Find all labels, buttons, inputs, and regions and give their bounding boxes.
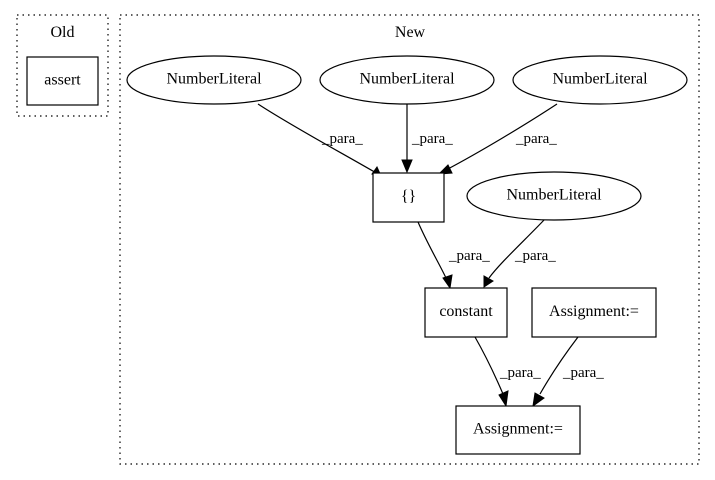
edge-num3-to-braces: _para_ (437, 103, 558, 175)
cluster-old: Old (16, 14, 109, 117)
node-number-literal-4: NumberLiteral (466, 171, 642, 221)
edge-label: _para_ (499, 365, 541, 381)
node-number-literal-1: NumberLiteral (126, 55, 302, 105)
edge-label: _para_ (515, 131, 557, 147)
node-label: NumberLiteral (359, 71, 455, 88)
edge-label: _para_ (411, 131, 453, 147)
edge-assignment-to-assignment: _para_ (532, 336, 604, 408)
node-assert: assert (26, 56, 99, 106)
node-number-literal-3: NumberLiteral (512, 55, 688, 105)
edge-label: _para_ (562, 365, 604, 381)
edge-constant-to-assignment: _para_ (474, 336, 541, 408)
node-braces: {} (372, 172, 445, 223)
edge-label: _para_ (448, 248, 490, 264)
node-label: NumberLiteral (552, 71, 648, 88)
edge-num2-to-braces: _para_ (401, 104, 453, 174)
edge-label: _para_ (321, 131, 363, 147)
node-label: constant (439, 303, 493, 320)
edge-braces-to-constant: _para_ (417, 221, 490, 290)
node-number-literal-2: NumberLiteral (319, 55, 495, 105)
node-assignment-target: Assignment:= (455, 405, 581, 455)
cluster-old-label: Old (51, 24, 75, 41)
node-label: Assignment:= (549, 303, 639, 320)
node-label: NumberLiteral (166, 71, 262, 88)
node-assignment-source: Assignment:= (531, 287, 657, 338)
node-label: {} (401, 188, 416, 205)
node-constant: constant (424, 287, 508, 338)
edge-label: _para_ (514, 248, 556, 264)
node-label: assert (44, 72, 81, 89)
cluster-new: New (119, 14, 700, 465)
edge-num4-to-constant: _para_ (483, 218, 556, 288)
cluster-new-label: New (395, 24, 426, 41)
node-label: NumberLiteral (506, 187, 602, 204)
node-label: Assignment:= (473, 421, 563, 438)
edge-num1-to-braces: _para_ (257, 103, 382, 177)
